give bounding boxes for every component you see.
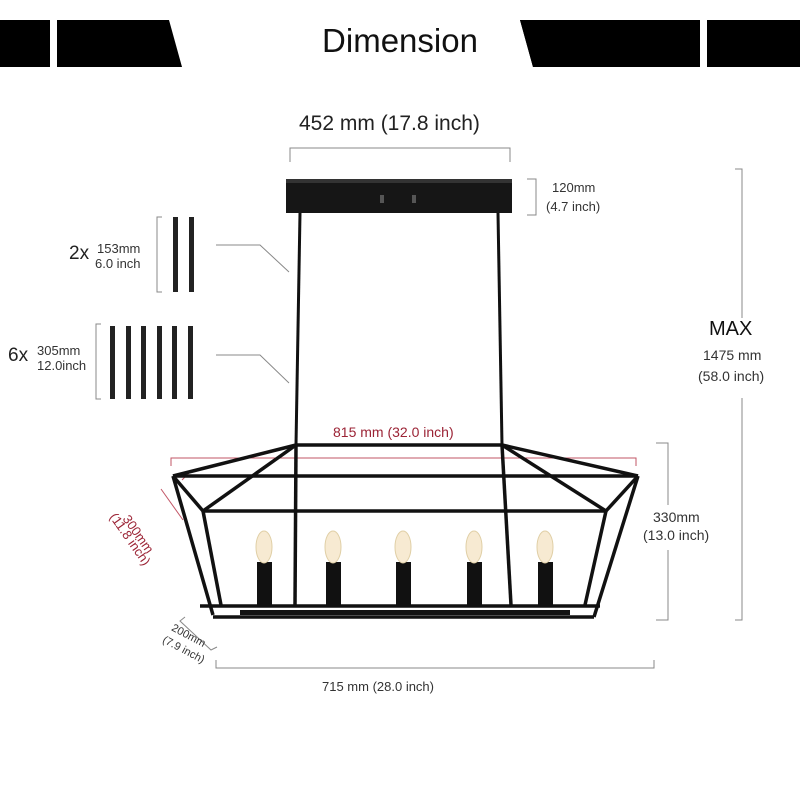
rod-length-short-mm: 153mm	[97, 241, 141, 256]
lantern-frame	[171, 443, 640, 619]
canopy-height-mm: 120mm	[552, 180, 596, 195]
canopy	[286, 179, 512, 213]
top-width-label: 815 mm (32.0 inch)	[333, 424, 454, 440]
body-height-mm: 330mm	[653, 509, 700, 525]
candle-bulbs	[255, 530, 554, 607]
rod-count-short: 2x	[69, 243, 90, 264]
rod-pieces	[110, 217, 194, 399]
header-banner	[0, 20, 800, 67]
rod-length-long-mm: 305mm	[37, 343, 81, 358]
hanging-rods	[294, 212, 504, 446]
max-height-in: (58.0 inch)	[698, 368, 765, 384]
max-label: MAX	[709, 318, 753, 340]
bottom-width-label: 715 mm (28.0 inch)	[322, 679, 434, 694]
canopy-width-bracket	[289, 147, 511, 162]
max-height-mm: 1475 mm	[703, 347, 762, 363]
canopy-width-label: 452 mm (17.8 inch)	[299, 112, 480, 135]
body-height-in: (13.0 inch)	[643, 527, 710, 543]
rod-length-long-in: 12.0inch	[37, 358, 87, 373]
canopy-height-in: (4.7 inch)	[546, 199, 601, 214]
rod-count-long: 6x	[8, 345, 29, 366]
page-title: Dimension	[322, 22, 478, 59]
rod-length-short-in: 6.0 inch	[95, 256, 141, 271]
